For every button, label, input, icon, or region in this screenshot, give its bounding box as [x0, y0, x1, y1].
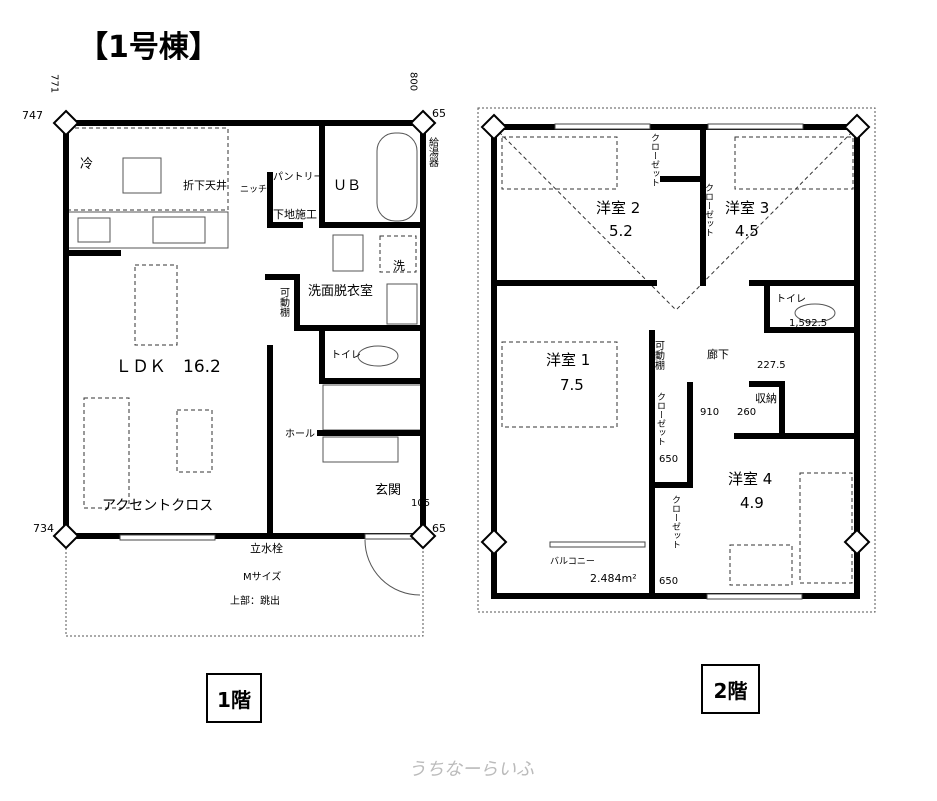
pantry-wall: [267, 172, 303, 228]
room2-label: 洋室 2: [596, 199, 640, 217]
sink: [152, 216, 206, 244]
entrance-door[interactable]: [364, 533, 416, 540]
corridor-label: 廊下: [707, 347, 729, 361]
floor2-label: 2階: [701, 664, 760, 714]
shelf2-label: 可動棚: [653, 340, 665, 371]
bath-label: ＵＢ: [333, 178, 361, 194]
bath-wall: [319, 120, 375, 228]
floor1-label: 1階: [206, 673, 262, 723]
shelf-label: 可動棚: [278, 287, 290, 318]
dim-tr-b: 65: [432, 107, 446, 120]
closet-label-room1: クローゼット: [655, 392, 666, 446]
faucet-label: 立水栓: [250, 541, 283, 555]
floor2-roof-outline: [477, 107, 876, 613]
bed-room4: [799, 472, 853, 584]
balcony-window[interactable]: [549, 541, 646, 548]
toilet-label: トイレ: [331, 350, 361, 361]
washroom-wall: [265, 274, 426, 331]
room1-area: 7.5: [560, 376, 584, 394]
washer-label: 洗: [393, 259, 405, 273]
dining-table: [134, 264, 178, 346]
room2-area: 5.2: [609, 222, 633, 240]
stove-icon: [77, 217, 111, 243]
dim-d1: 1,592.5: [789, 318, 827, 329]
window[interactable]: [707, 123, 804, 130]
entrance-door-swing: [364, 539, 421, 596]
washer-space: [379, 235, 417, 273]
closet-label-room4: クローゼット: [670, 495, 681, 549]
dim-d5: 650: [659, 454, 678, 465]
window[interactable]: [706, 593, 803, 600]
dim-bl: 734: [33, 522, 54, 535]
closet-label-room2: クローゼット: [649, 133, 660, 187]
dim-br: 65: [432, 522, 446, 535]
pantry-label: パントリー: [273, 171, 324, 183]
storage-label: 収納: [755, 392, 777, 405]
vanity: [332, 234, 364, 272]
closet1-wall: [649, 382, 693, 488]
hall-label: ホール: [285, 428, 315, 440]
niche-label: ニッチ: [240, 184, 267, 195]
room1-label: 洋室 1: [546, 351, 590, 369]
corner-markers: [52, 109, 437, 550]
room4-label: 洋室 4: [728, 470, 772, 488]
hip-line: [493, 126, 677, 311]
room3-label: 洋室 3: [725, 199, 769, 217]
dim-d4: 260: [737, 407, 756, 418]
size-label: Mサイズ: [243, 570, 281, 583]
water-heater-label: 給湯器: [427, 136, 439, 168]
dim-d6: 650: [659, 576, 678, 587]
corner-markers-2f: [480, 113, 871, 556]
room4-area: 4.9: [740, 494, 764, 512]
toilet2-label: トイレ: [776, 294, 806, 305]
balcony-label: バルコニー: [550, 556, 595, 567]
desk-room4: [729, 544, 793, 586]
window[interactable]: [119, 534, 216, 541]
dim-d2: 227.5: [757, 360, 786, 371]
balcony-area: 2.484m²: [590, 572, 637, 585]
room3-area: 4.5: [735, 222, 759, 240]
staircase: [322, 384, 422, 431]
ceiling-label: 折下天井: [183, 178, 227, 192]
closet-label-room3: クローゼット: [703, 183, 714, 237]
dim-tl-a: 747: [22, 109, 43, 122]
overhang-label: 上部：跳出: [230, 594, 280, 607]
hip-line-b: [675, 126, 858, 311]
toilet2-icon: [794, 303, 836, 323]
floor1-plan: [52, 109, 437, 637]
range-hood: [122, 157, 162, 194]
dim-tr-a: 800: [408, 72, 419, 91]
dim-d3: 910: [700, 407, 719, 418]
bed-room2: [501, 136, 618, 190]
floor1-exterior: [65, 535, 424, 637]
accent-label: アクセントクロス: [102, 498, 213, 514]
wash-basin: [386, 283, 418, 325]
fridge-label: 冷: [80, 157, 93, 172]
toilet-wall: [319, 327, 426, 384]
toilet-icon: [357, 345, 399, 367]
base-work-label: 下地施工: [273, 208, 317, 221]
entrance-label: 玄関: [375, 483, 401, 498]
coffee-table: [176, 409, 213, 473]
staircase-lower: [322, 436, 399, 463]
bed-room3: [734, 136, 854, 190]
toilet2-wall: [764, 280, 860, 333]
ldk-label: ＬＤＫ 16.2: [115, 357, 221, 377]
watermark: うちなーらいふ: [408, 759, 534, 780]
bathtub: [376, 132, 418, 222]
storage-wall: [749, 381, 785, 439]
bed-room1: [501, 341, 618, 428]
dim-tl-b: 771: [49, 74, 60, 93]
window[interactable]: [554, 123, 651, 130]
sofa: [83, 397, 130, 509]
washroom-label: 洗面脱衣室: [308, 283, 373, 299]
floor2-plan: [477, 107, 876, 613]
page-title: 【1号棟】: [78, 30, 219, 65]
dim-br-b: 105: [411, 498, 430, 509]
